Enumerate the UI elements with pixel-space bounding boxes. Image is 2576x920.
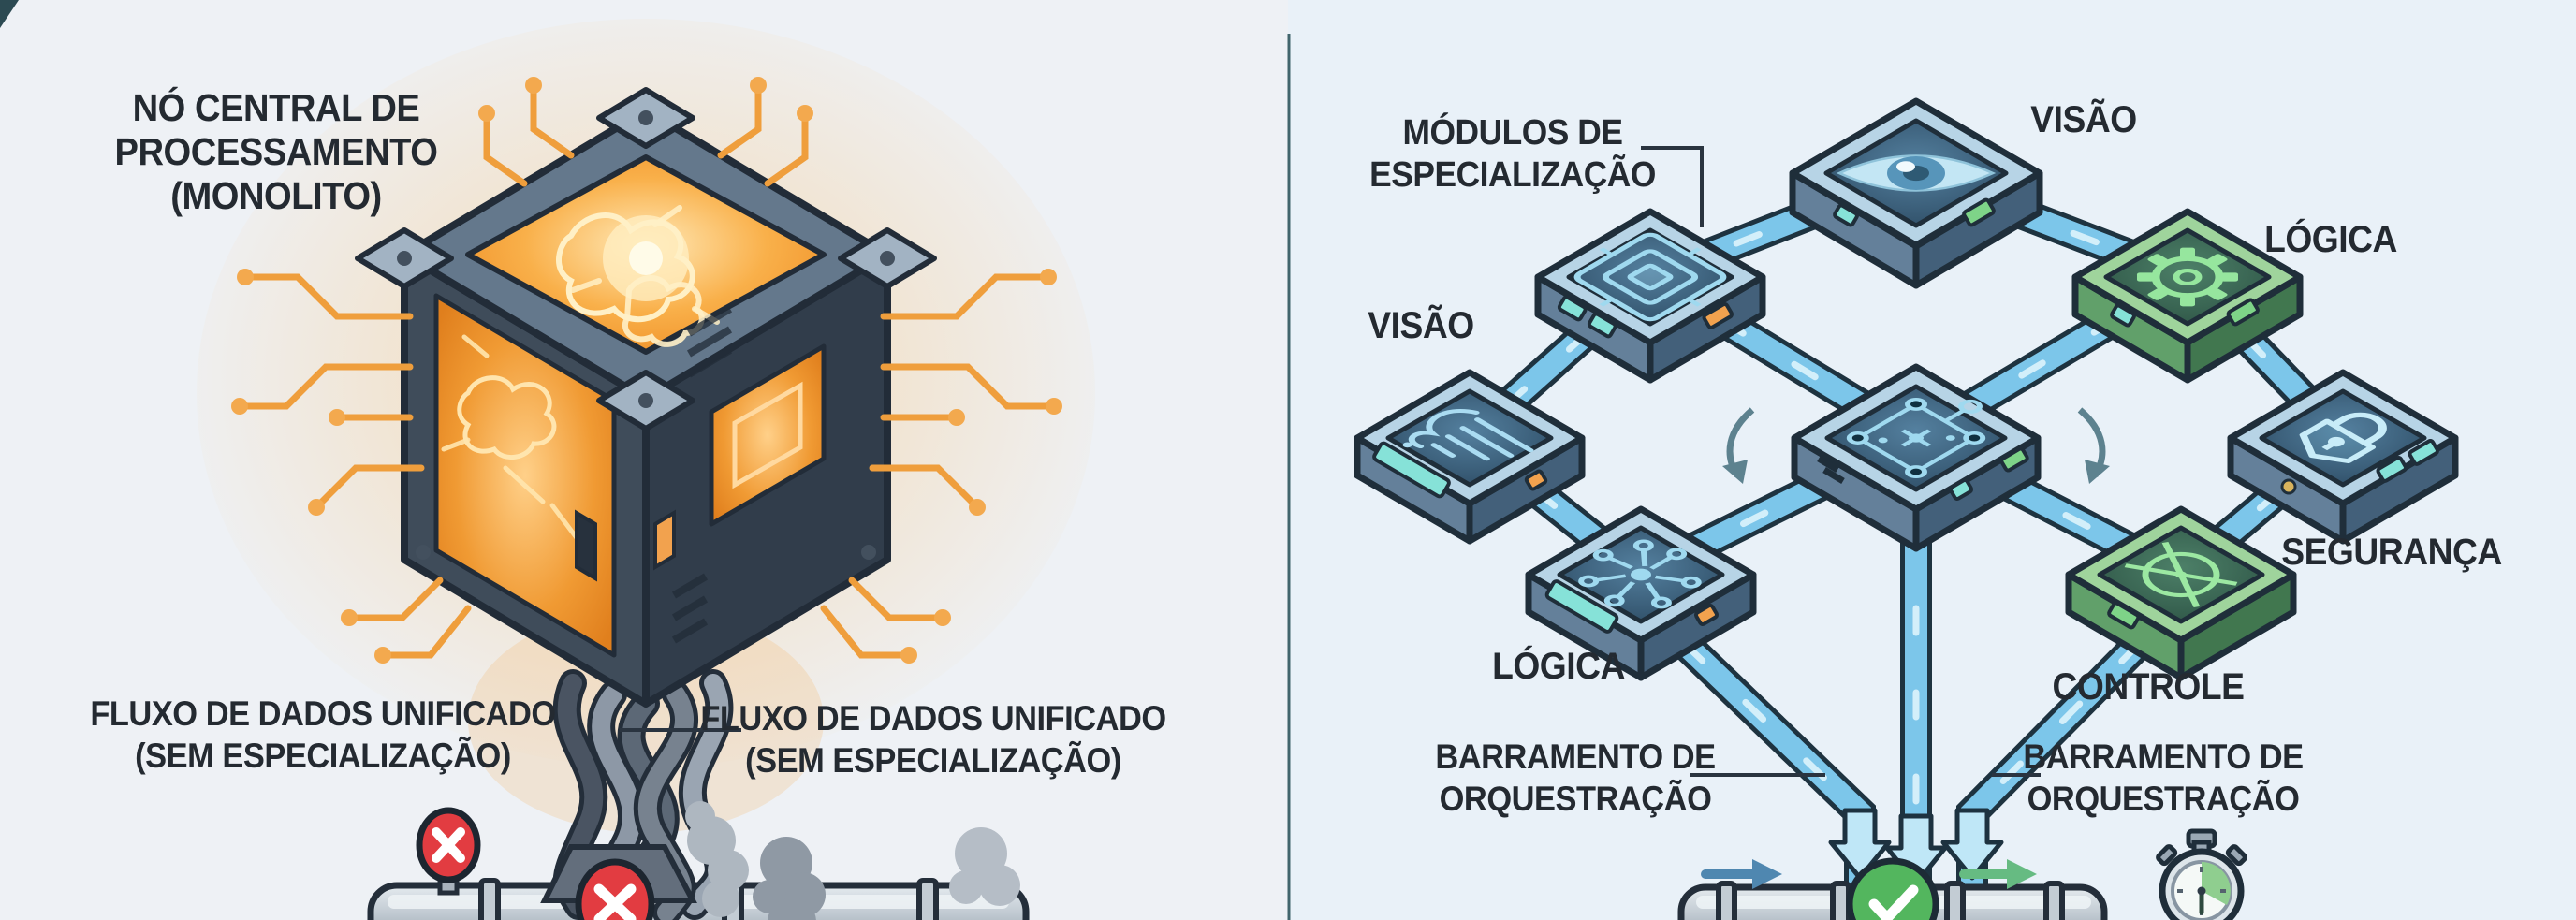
- label-control: CONTROLE: [2052, 666, 2245, 708]
- gear-icon: [2137, 247, 2238, 307]
- modules-scene: [1354, 97, 2459, 920]
- x-circle-icon: [575, 858, 655, 920]
- module-vision-top: [1789, 97, 2043, 289]
- label-logic-top: LÓGICA: [2264, 219, 2397, 260]
- orbit-icon: [2124, 541, 2238, 608]
- module-logic-bottom: [1525, 505, 1757, 681]
- eye-icon: [1836, 154, 1997, 192]
- module-specialization: [1534, 208, 1766, 384]
- x-circle-icon: [416, 807, 481, 896]
- sketch-icon: [1402, 409, 1534, 461]
- curved-arrow-icon: [1722, 407, 2110, 484]
- label-security: SEGURANÇA: [2281, 532, 2502, 573]
- module-core: [1791, 363, 2042, 552]
- lock-icon: [2299, 412, 2387, 463]
- bus-label-right: BARRAMENTO DE ORQUESTRAÇÃO: [2023, 737, 2304, 818]
- arrow-right-green-icon: [1959, 859, 2037, 889]
- module-control: [2065, 505, 2297, 681]
- module-logic-top: [2071, 208, 2304, 384]
- module-security: [2227, 369, 2459, 545]
- module-vision-left: [1354, 369, 1586, 545]
- monolith-title-line2: PROCESSAMENTO: [114, 130, 438, 173]
- network-icon: [1846, 397, 1986, 479]
- monolith-title-line1: NÓ CENTRAL DE: [132, 86, 420, 129]
- monolith-scene: [197, 19, 1095, 920]
- modules-label-pointer-line: [1641, 146, 1704, 227]
- label-logic-bottom: LÓGICA: [1492, 646, 1625, 687]
- arrow-right-blue-icon: [1701, 859, 1782, 889]
- stopwatch-icon: [2156, 828, 2247, 920]
- label-vision-left: VISÃO: [1368, 305, 1474, 346]
- flow-label-right: FLUXO DE DADOS UNIFICADO (SEM ESPECIALIZ…: [700, 699, 1166, 780]
- smoke-icon: [685, 801, 1020, 920]
- chip-icon: [1573, 232, 1727, 322]
- hub-icon: [1578, 539, 1702, 609]
- bus-label-left: BARRAMENTO DE ORQUESTRAÇÃO: [1435, 737, 1716, 818]
- corner-accent: [0, 0, 19, 28]
- label-vision-top: VISÃO: [2030, 99, 2137, 140]
- circuit-traces-icon: [231, 77, 1062, 664]
- monolith-cube-icon: [231, 77, 1062, 708]
- monolith-title-line3: (MONOLITO): [170, 174, 382, 217]
- flow-label-left: FLUXO DE DADOS UNIFICADO (SEM ESPECIALIZ…: [90, 694, 556, 775]
- arrow-down-icon: [1828, 808, 2004, 886]
- check-circle-icon: [1846, 857, 1939, 920]
- monolith-title: NÓ CENTRAL DE PROCESSAMENTO (MONOLITO): [115, 86, 438, 218]
- modules-label: MÓDULOS DE ESPECIALIZAÇÃO: [1369, 113, 1656, 195]
